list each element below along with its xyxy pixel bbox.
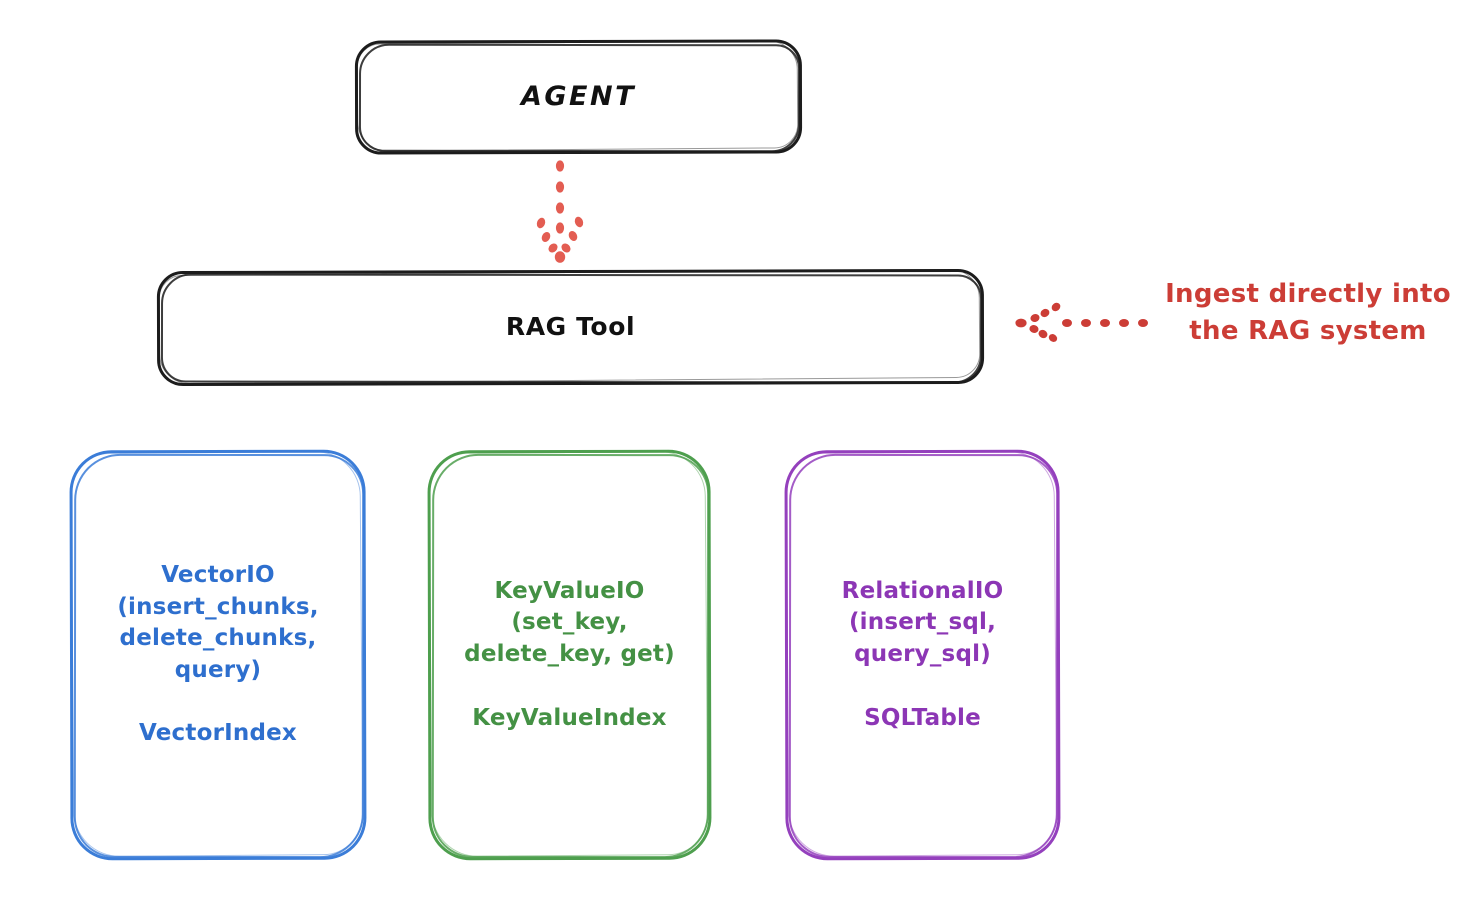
node-key-value-io[interactable]: KeyValueIO (set_key, delete_key, get) Ke…: [427, 449, 712, 861]
node-vector-io[interactable]: VectorIO (insert_chunks, delete_chunks, …: [69, 449, 367, 861]
node-relational-io-label: RelationalIO (insert_sql, query_sql) SQL…: [841, 577, 1004, 731]
node-agent-label: AGENT: [520, 81, 636, 113]
node-relational-io[interactable]: RelationalIO (insert_sql, query_sql) SQL…: [784, 449, 1061, 861]
node-vector-io-label: VectorIO (insert_chunks, delete_chunks, …: [117, 561, 319, 747]
arrow-agent-to-rag-tool-icon: [536, 160, 584, 263]
node-rag-tool-label: RAG Tool: [505, 312, 636, 342]
node-rag-tool[interactable]: RAG Tool: [156, 268, 985, 387]
arrow-ingest-icon: [1015, 302, 1148, 342]
node-key-value-io-label: KeyValueIO (set_key, delete_key, get) Ke…: [464, 577, 675, 731]
annotation-ingest-directly: Ingest directly into the RAG system: [1165, 279, 1451, 346]
node-agent[interactable]: AGENT: [354, 39, 803, 155]
